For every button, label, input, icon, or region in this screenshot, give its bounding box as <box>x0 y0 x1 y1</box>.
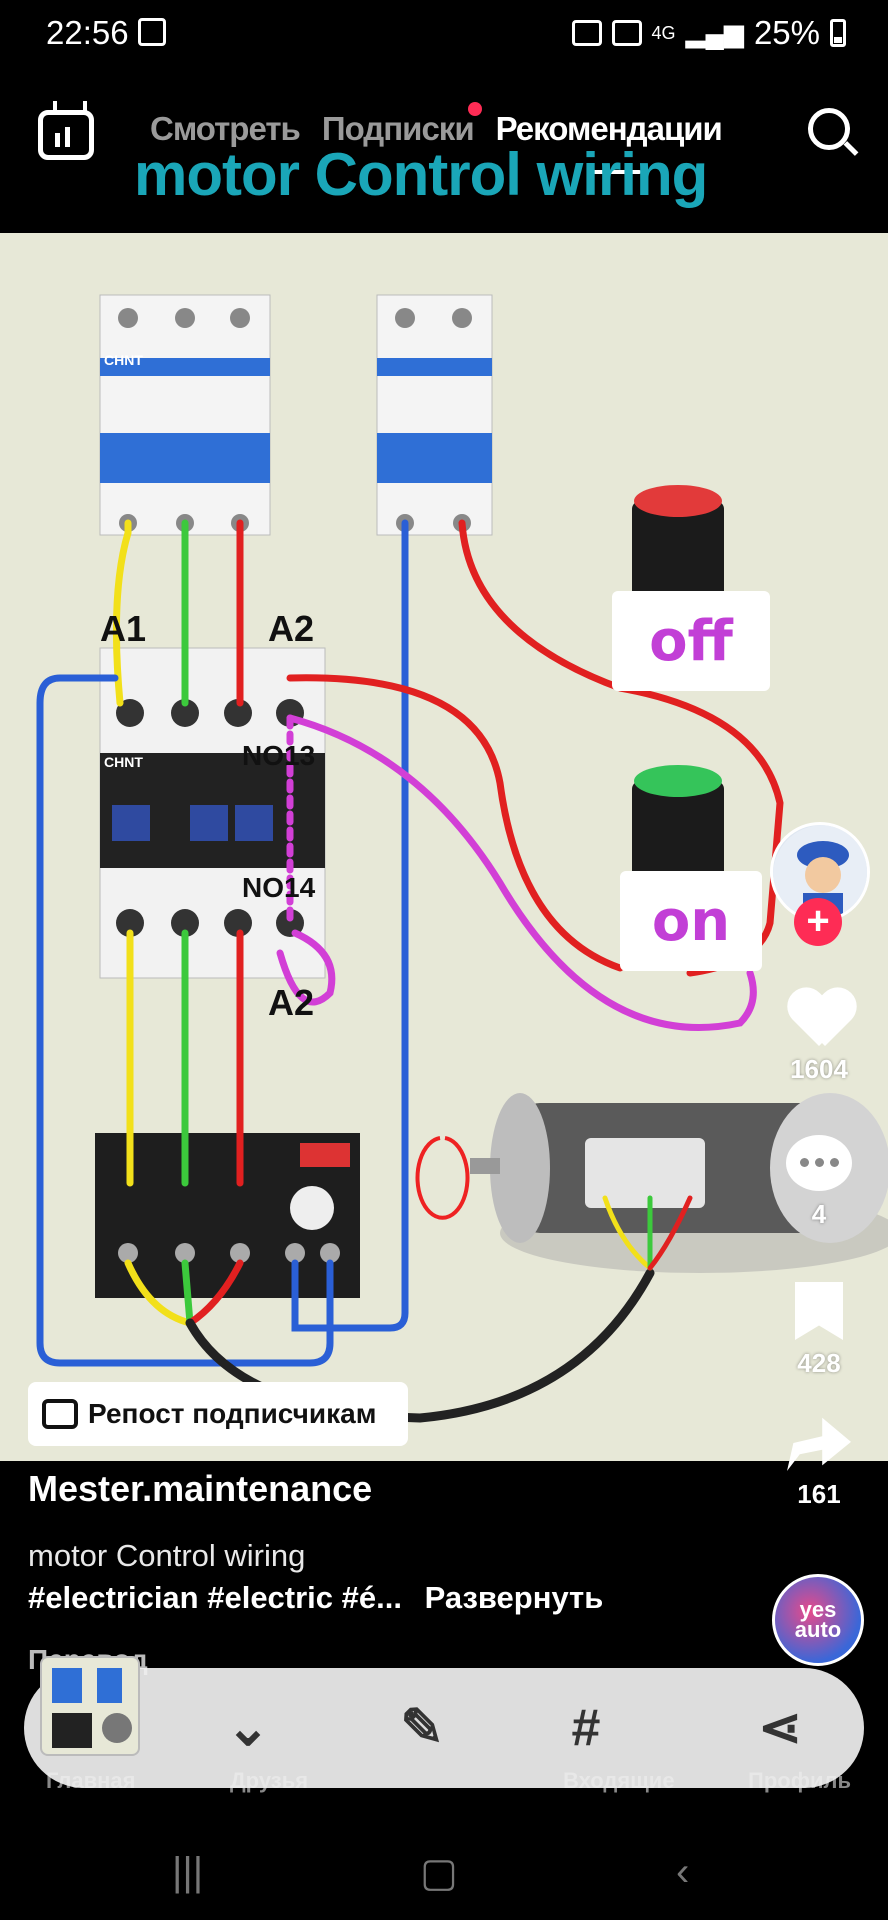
off-label: off <box>612 591 770 691</box>
start-button <box>632 765 724 891</box>
heart-icon <box>787 990 851 1046</box>
repost-icon <box>42 1399 78 1429</box>
system-nav-bar: ||| ▢ ‹ <box>0 1810 888 1920</box>
feed-tabs: Смотреть Подписки Рекомендации <box>150 110 723 174</box>
back-icon[interactable]: ‹ <box>676 1850 690 1894</box>
system-icons: 4G ▂▄▆ 25% <box>571 14 846 52</box>
battery-icon <box>830 19 846 47</box>
video-title-overlay: motor Control wiring <box>134 141 708 208</box>
save-action[interactable]: 428 <box>768 1282 870 1379</box>
brand-label: CHNT <box>104 352 143 368</box>
label-a2-bottom: A2 <box>268 982 314 1023</box>
hashtags[interactable]: #electrician #electric #é... <box>28 1580 402 1615</box>
top-bar: Смотреть Подписки Рекомендации motor Con… <box>0 68 888 233</box>
repost-label: Репост подписчикам <box>88 1398 377 1429</box>
tab-watch[interactable]: Смотреть <box>150 110 301 147</box>
share-count: 161 <box>797 1479 841 1509</box>
comment-icon <box>786 1135 852 1191</box>
follow-plus-button[interactable]: + <box>794 898 842 946</box>
post-description: motor Control wiring <box>28 1538 306 1573</box>
search-icon[interactable] <box>808 108 850 150</box>
battery-level: 25% <box>753 14 820 51</box>
network-type: 4G <box>651 22 676 43</box>
share-screenshot-icon[interactable]: ⋖ <box>758 1699 802 1757</box>
share-action[interactable]: 161 <box>768 1415 870 1510</box>
save-count: 428 <box>797 1348 841 1378</box>
share-icon <box>787 1417 851 1471</box>
label-a2-top: A2 <box>268 608 314 649</box>
status-bar: 22:56 4G ▂▄▆ 25% <box>0 0 888 68</box>
breaker-2-pole <box>376 294 493 536</box>
home-icon[interactable]: ▢ <box>420 1851 458 1895</box>
live-tv-icon[interactable] <box>38 110 94 160</box>
overload-relay <box>95 1133 360 1298</box>
like-action[interactable]: 1604 <box>768 990 870 1085</box>
breaker-3-pole <box>99 294 271 536</box>
screenshot-toolbar: ⌄ ✎ # ⋖ <box>24 1668 864 1788</box>
thumbnail-preview <box>52 1668 132 1748</box>
hashtag-icon[interactable]: # <box>571 1699 601 1757</box>
comment-count: 4 <box>811 1199 827 1229</box>
key-icon <box>571 20 602 46</box>
stop-button <box>632 485 724 611</box>
subscriptions-badge <box>468 102 482 116</box>
label-a1: A1 <box>100 608 146 649</box>
clock: 22:56 <box>46 14 129 51</box>
edit-icon[interactable]: ✎ <box>400 1699 444 1757</box>
hashtags-line: #electrician #electric #é... Развернуть <box>28 1580 603 1616</box>
bookmark-icon <box>795 1282 843 1340</box>
brand-label-contactor: CHNT <box>104 754 143 770</box>
label-no13: NO13 <box>242 740 315 771</box>
repost-button[interactable]: Репост подписчикам <box>28 1382 408 1446</box>
tab-recommendations[interactable]: Рекомендации <box>495 110 723 174</box>
notification-icons <box>138 18 166 46</box>
alarm-icon <box>611 20 642 46</box>
scroll-capture-icon[interactable]: ⌄ <box>226 1699 270 1757</box>
tab-subscriptions[interactable]: Подписки <box>321 110 475 147</box>
screenshot-thumbnail[interactable] <box>40 1656 140 1756</box>
expand-link[interactable]: Развернуть <box>424 1580 604 1615</box>
label-no14: NO14 <box>242 872 316 903</box>
recent-apps-icon[interactable]: ||| <box>172 1850 204 1894</box>
video-player[interactable]: A1 A2 NO13 NO14 A2 CHNT CHNT off on <box>0 233 888 1461</box>
on-label: on <box>620 871 762 971</box>
wiring-diagram: A1 A2 NO13 NO14 A2 CHNT CHNT <box>36 294 888 1423</box>
gallery-icon <box>138 18 166 46</box>
like-count: 1604 <box>790 1054 848 1084</box>
signal-icon: ▂▄▆ <box>685 17 744 48</box>
music-disc-avatar[interactable]: yes auto <box>772 1574 864 1666</box>
comment-action[interactable]: 4 <box>768 1135 870 1230</box>
author-name[interactable]: Mester.maintenance <box>28 1468 373 1509</box>
